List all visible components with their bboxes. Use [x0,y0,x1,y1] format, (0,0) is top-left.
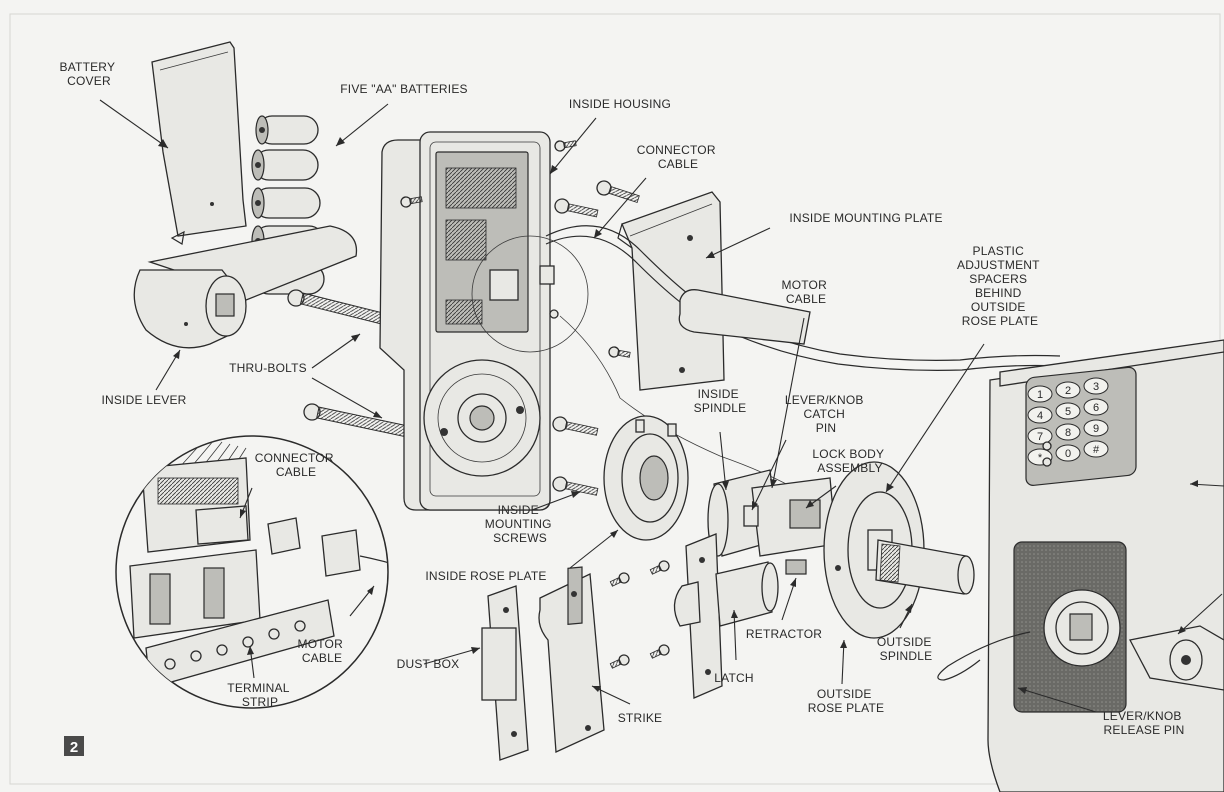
outside-lever-fragment [937,625,1224,691]
label-retractor: RETRACTOR [746,627,822,641]
inside-lever [133,225,358,349]
label-terminal-strip: TERMINAL STRIP [227,681,292,709]
label-release-pin: LEVER/KNOB RELEASE PIN [1103,709,1185,737]
label-inside-rose-plate: INSIDE ROSE PLATE [425,569,546,583]
callout-labels: BATTERY COVER FIVE "AA" BATTERIES INSIDE… [60,60,1185,737]
keypad-key-label: 4 [1037,410,1043,422]
keypad-key-label: 9 [1093,423,1099,435]
label-latch: LATCH [714,671,753,685]
inside-mounting-plate [617,191,725,391]
figure-number: 2 [70,739,78,756]
label-dust-box: DUST BOX [397,657,460,671]
label-outside-rose-plate: OUTSIDE ROSE PLATE [808,687,884,715]
keypad-key [1083,440,1109,458]
label-inside-housing: INSIDE HOUSING [569,97,671,111]
keypad-key [1027,406,1053,424]
label-motor-cable-top: MOTOR CABLE [782,278,831,306]
keypad-key [1083,398,1109,416]
label-battery-cover: BATTERY COVER [60,60,119,88]
keypad-key [1055,444,1081,462]
keypad-key-label: 5 [1065,406,1071,418]
label-lock-body: LOCK BODY ASSEMBLY [812,447,887,475]
keypad-key-label: 8 [1065,427,1071,439]
keypad-key-label: 6 [1093,402,1099,414]
label-plastic-spacers: PLASTIC ADJUSTMENT SPACERS BEHIND OUTSID… [957,244,1043,328]
keypad-key [1027,385,1053,403]
keypad-key-label: 2 [1065,385,1071,397]
figure-number-badge: 2 [64,736,84,756]
label-inside-lever: INSIDE LEVER [101,393,186,407]
inside-rose-plate [603,415,689,541]
keypad-key-label: 3 [1093,381,1099,393]
label-catch-pin: LEVER/KNOB CATCH PIN [785,393,867,435]
housing-screws [400,140,631,358]
strike-screws [609,560,670,669]
keypad-key-label: # [1093,444,1100,456]
label-motor-cable-inset: MOTOR CABLE [298,637,347,665]
keypad-key-label: 0 [1065,448,1071,460]
label-thru-bolts: THRU-BOLTS [229,361,307,375]
leader-arrows [99,99,1224,713]
keypad-key [1055,381,1081,399]
lock-body-assembly [707,469,837,575]
battery-cover [151,41,247,245]
keypad-key-label: 7 [1037,431,1043,443]
label-outside-spindle: OUTSIDE SPINDLE [877,635,935,663]
inside-housing [379,131,589,511]
outside-spindle [875,539,975,595]
keypad-key [1083,377,1109,395]
keypad-key [1055,423,1081,441]
connector-detail-inset [115,435,389,709]
keypad-key-label: * [1038,452,1043,464]
keypad-key-label: 1 [1037,389,1043,401]
label-strike: STRIKE [618,711,663,725]
label-connector-cable-inset: CONNECTOR CABLE [255,451,337,479]
latch [673,533,779,699]
strike [538,566,605,753]
cables [545,225,1061,487]
thru-bolts [287,289,414,439]
dust-box [481,585,529,761]
keypad-key [1083,419,1109,437]
label-inside-mounting-plate: INSIDE MOUNTING PLATE [789,211,942,225]
label-connector-cable: CONNECTOR CABLE [637,143,719,171]
label-inside-spindle: INSIDE SPINDLE [694,387,747,415]
label-inside-mounting-screws: INSIDE MOUNTING SCREWS [485,503,555,545]
keypad-key [1055,402,1081,420]
inside-mounting-screws [552,416,599,496]
mounting-plate-screws [554,180,640,218]
keypad-key [1027,427,1053,445]
label-aa-batteries: FIVE "AA" BATTERIES [340,82,467,96]
